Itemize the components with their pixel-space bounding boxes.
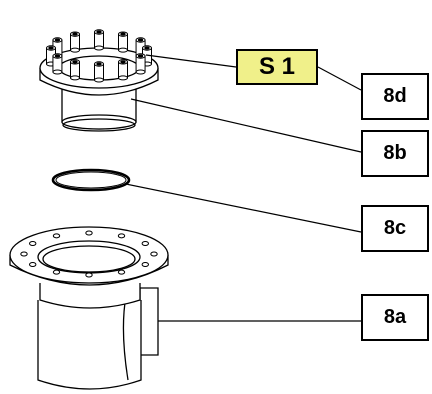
flange-hole	[141, 262, 149, 267]
bolt-group	[46, 29, 152, 83]
flange-hole	[85, 230, 93, 236]
flange-hole	[29, 262, 37, 267]
bolt	[94, 61, 104, 83]
leader-line-8c	[125, 183, 362, 233]
bolt	[94, 29, 104, 51]
part-label-8b: 8b	[361, 130, 429, 177]
bolt	[70, 59, 80, 81]
bolt	[52, 53, 63, 75]
flange-hole	[20, 251, 28, 257]
bolt	[118, 59, 128, 81]
flange-hole	[29, 241, 37, 246]
leader-line-8d	[317, 66, 362, 91]
drain-body-part	[9, 226, 169, 390]
part-label-8c: 8c	[361, 205, 429, 252]
flange-hole	[150, 251, 158, 257]
part-label-s1: S 1	[236, 49, 318, 85]
bolted-flange-part	[39, 29, 159, 132]
flange-hole	[117, 233, 126, 239]
leader-line-8b	[130, 98, 362, 153]
flange-hole	[117, 269, 126, 275]
bolt	[135, 53, 146, 75]
leader-line-s1	[145, 54, 237, 68]
flange-hole	[141, 241, 149, 246]
part-label-8d: 8d	[361, 73, 429, 120]
flange-hole	[52, 269, 61, 275]
flange-hole	[85, 272, 93, 278]
bolt	[118, 31, 128, 53]
o-ring-part	[51, 168, 131, 192]
flange-hole-group	[20, 230, 158, 278]
leader-lines	[125, 54, 362, 322]
part-label-8a: 8a	[361, 294, 429, 341]
flange-hole	[52, 233, 61, 239]
bolt	[70, 31, 80, 53]
